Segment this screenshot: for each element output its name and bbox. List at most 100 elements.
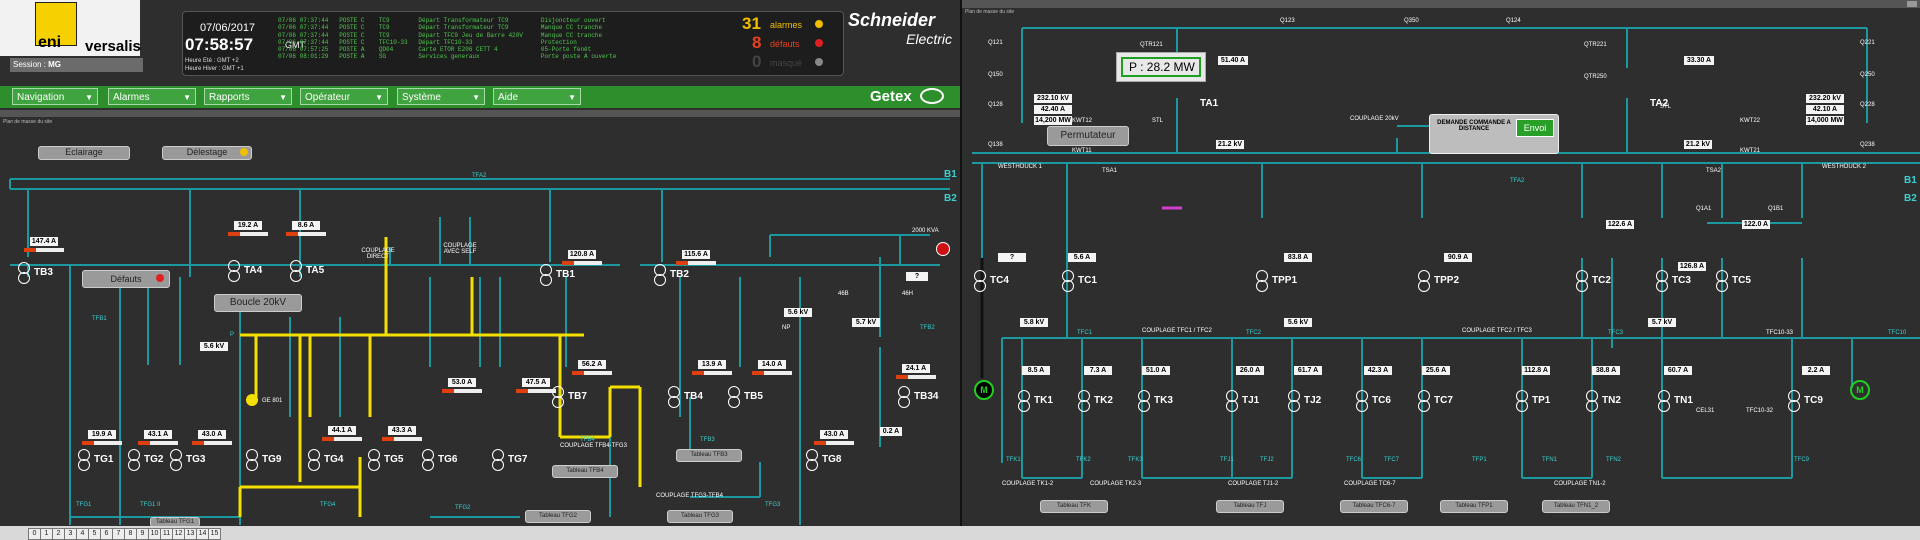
transformer-icon[interactable] (290, 260, 302, 282)
defect-label[interactable]: défauts (770, 39, 800, 49)
menu-systeme[interactable]: Système▼ (397, 88, 485, 105)
menu-navigation[interactable]: Navigation▼ (12, 88, 98, 105)
transformer-icon[interactable] (1138, 390, 1150, 412)
couplage-tc67-label: COUPLAGE TC6-7 (1344, 481, 1396, 487)
transformer-icon[interactable] (1656, 270, 1668, 292)
page-button[interactable]: 15 (208, 528, 221, 540)
boucle-20kv-button[interactable]: Boucle 20kV (214, 294, 302, 312)
transformer-icon[interactable] (1658, 390, 1670, 412)
transformer-label: TB1 (556, 269, 575, 280)
current-value: 19.2 A (234, 221, 262, 230)
transformer-icon[interactable] (308, 449, 320, 471)
envoi-button[interactable]: Envoi (1516, 119, 1554, 137)
transformer-icon[interactable] (1716, 270, 1728, 292)
transformer-icon[interactable] (654, 264, 666, 286)
breaker-label: Q221 (1860, 40, 1875, 46)
defect-count[interactable]: 8 (752, 33, 762, 52)
tableau-tfj-button[interactable]: Tableau TFJ (1216, 500, 1284, 513)
menu-rapports[interactable]: Rapports▼ (204, 88, 292, 105)
transformer-icon[interactable] (1288, 390, 1300, 412)
transformer-label: TB4 (684, 391, 703, 402)
transformer-icon[interactable] (1226, 390, 1238, 412)
current-value: 120.8 A (568, 250, 596, 259)
tableau-tfn12-button[interactable]: Tableau TFN1_2 (1542, 500, 1610, 513)
transformer-icon[interactable] (898, 386, 910, 408)
feeder-label: STL (1660, 104, 1672, 110)
transformer-icon[interactable] (1062, 270, 1074, 292)
masked-count[interactable]: 0 (752, 52, 762, 71)
transformer-icon[interactable] (1576, 270, 1588, 292)
transformer-icon[interactable] (1356, 390, 1368, 412)
tableau-tfc67-button[interactable]: Tableau TFC6-7 (1340, 500, 1408, 513)
power-value: P : 28.2 MW (1121, 57, 1201, 77)
masked-led-icon (815, 58, 823, 66)
tableau-tfg2-button[interactable]: Tableau TFG2 (525, 510, 591, 523)
menu-operateur[interactable]: Opérateur▼ (300, 88, 388, 105)
current-gauge (562, 261, 602, 265)
defauts-button[interactable]: Défauts (82, 270, 170, 288)
transformer-icon[interactable] (1418, 390, 1430, 412)
meter-value: 232.20 kV (1806, 94, 1844, 103)
transformer-label: TA5 (306, 265, 325, 276)
transformer-icon[interactable] (728, 386, 740, 408)
tfc10-label: TFC10 (1888, 330, 1907, 336)
bus-tfg2-label: TFG2 (455, 505, 471, 511)
current-value: 44.1 A (328, 426, 356, 435)
current-value: 112.8 A (1522, 366, 1550, 375)
alarm-label[interactable]: alarmes (770, 20, 803, 30)
transformer-icon[interactable] (1516, 390, 1528, 412)
transformer-icon[interactable] (668, 386, 680, 408)
tableau-tfk-button[interactable]: Tableau TFK (1040, 500, 1108, 513)
motor-icon[interactable]: M (1850, 380, 1870, 400)
bus-b2-label-right: B2 (1904, 193, 1917, 204)
tableau-tfg3-button[interactable]: Tableau TFG3 (667, 510, 733, 523)
transformer-icon[interactable] (1078, 390, 1090, 412)
tfc6-label: TFC6 (1346, 457, 1361, 463)
close-icon[interactable] (1907, 1, 1917, 7)
transformer-icon[interactable] (540, 264, 552, 286)
transformer-icon[interactable] (78, 449, 90, 471)
eclairage-button[interactable]: Eclairage (38, 146, 130, 160)
event-log[interactable]: 07/06 07:37:44 POSTE C TC9 Départ Transf… (278, 17, 617, 61)
transformer-icon[interactable] (246, 449, 258, 471)
current-gauge (516, 389, 556, 393)
tableau-tfb3-button[interactable]: Tableau TFB3 (676, 449, 742, 462)
current-value: 43.3 A (388, 426, 416, 435)
transformer-icon[interactable] (974, 270, 986, 292)
menu-alarmes[interactable]: Alarmes▼ (108, 88, 196, 105)
transformer-icon[interactable] (368, 449, 380, 471)
transformer-icon[interactable] (1586, 390, 1598, 412)
breaker-label: Q238 (1860, 142, 1875, 148)
menu-aide[interactable]: Aide▼ (493, 88, 581, 105)
tableau-tfb4-button[interactable]: Tableau TFB4 (552, 465, 618, 478)
couplage-tfb4-label: COUPLAGE TFB4-TFG3 (560, 443, 627, 449)
transformer-icon[interactable] (170, 449, 182, 471)
transformer-icon[interactable] (128, 449, 140, 471)
bus-tfb4-label: TFB4 (580, 437, 595, 443)
voltage-value: 5.7 kV (1648, 318, 1676, 327)
transformer-icon[interactable] (1418, 270, 1430, 292)
transformer-icon[interactable] (1018, 390, 1030, 412)
bus-tfg1ii-label: TFG1 II (140, 502, 161, 508)
current-value: 43.1 A (144, 430, 172, 439)
transformer-icon[interactable] (806, 449, 818, 471)
transformer-icon[interactable] (18, 262, 30, 284)
transformer-label: TC2 (1592, 275, 1611, 286)
tableau-tfp1-button[interactable]: Tableau TFP1 (1440, 500, 1508, 513)
motor-icon[interactable]: M (974, 380, 994, 400)
alarm-count[interactable]: 31 (742, 14, 761, 33)
menu-label: Rapports (209, 92, 250, 103)
transformer-icon[interactable] (1256, 270, 1268, 292)
masked-label[interactable]: masqué (770, 58, 803, 68)
breaker-label: Q1B1 (1768, 206, 1784, 212)
transformer-icon[interactable] (492, 449, 504, 471)
alarm-breaker-icon[interactable] (936, 242, 950, 256)
chevron-down-icon: ▼ (375, 93, 383, 102)
transformer-icon[interactable] (228, 260, 240, 282)
permutateur-button[interactable]: Permutateur (1047, 126, 1129, 146)
transformer-icon[interactable] (1788, 390, 1800, 412)
current-value: 53.0 A (448, 378, 476, 387)
current-value: 8.6 A (292, 221, 320, 230)
transformer-icon[interactable] (422, 449, 434, 471)
delestage-button[interactable]: Délestage (162, 146, 252, 160)
